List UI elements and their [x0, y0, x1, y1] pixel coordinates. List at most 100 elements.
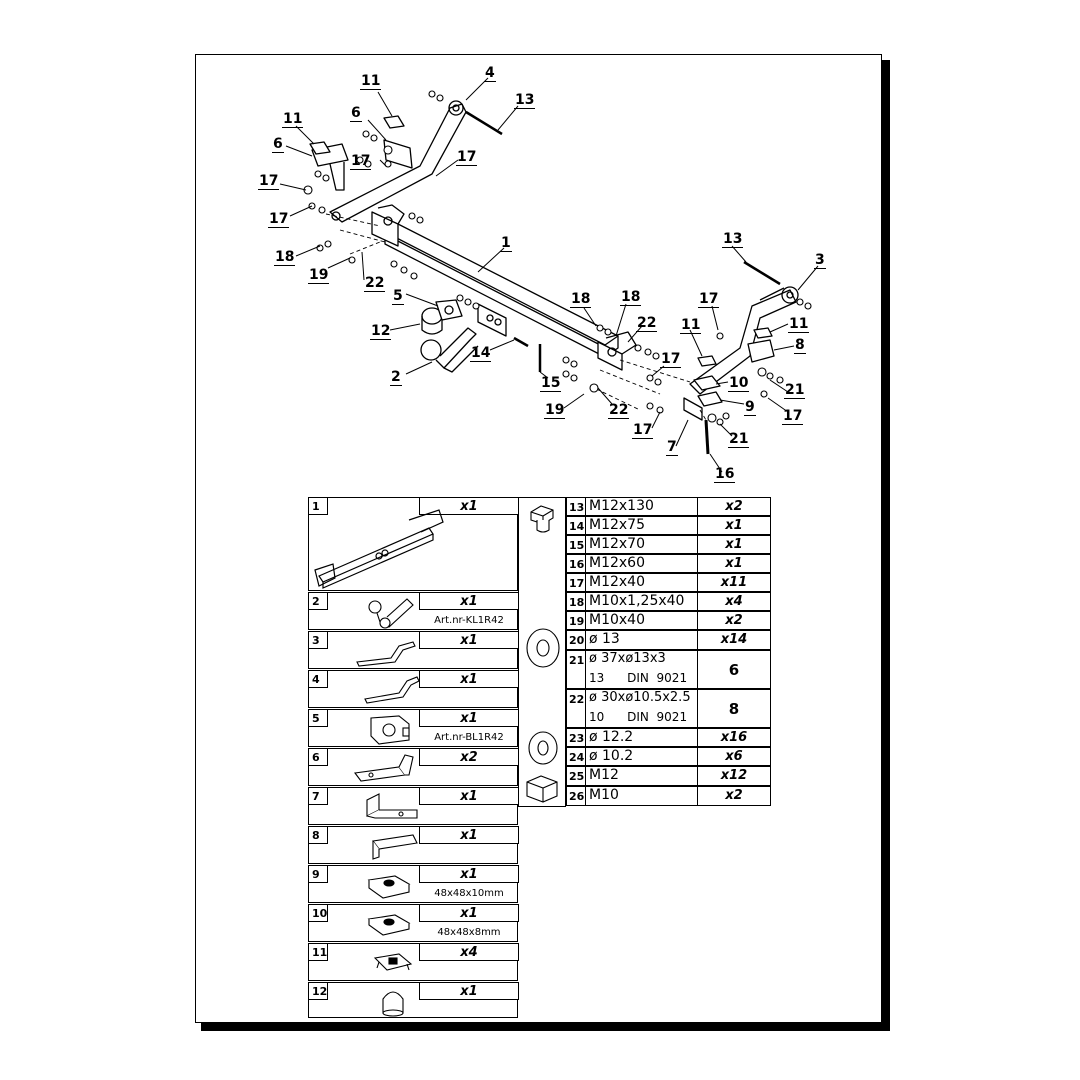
- callout-11: 11: [360, 73, 382, 90]
- hardware-number: 24: [569, 751, 585, 764]
- hardware-icons: [526, 505, 560, 803]
- part-number: 2: [312, 595, 320, 608]
- plate-dimensions: 48x48x8mm: [437, 927, 501, 938]
- hardware-number: 22: [569, 693, 585, 706]
- hardware-number: 23: [569, 732, 585, 745]
- part-quantity: x1: [460, 672, 478, 687]
- part-quantity: x1: [460, 499, 478, 514]
- part-number: 6: [312, 751, 320, 764]
- hardware-number: 19: [569, 615, 585, 628]
- hardware-number: 14: [569, 520, 585, 533]
- bracket-6-icon: [353, 754, 414, 782]
- callout-1: 1: [500, 235, 512, 252]
- callout-17: 17: [660, 351, 682, 368]
- hardware-description: M12x70: [589, 536, 645, 552]
- part-row-5: 5 x1 Art.nr-BL1R42: [308, 709, 519, 747]
- hardware-description: ø 10.2: [589, 748, 634, 764]
- callout-9: 9: [744, 399, 756, 416]
- part-quantity: x1: [460, 789, 478, 804]
- part-number: 3: [312, 634, 320, 647]
- bracket-7-icon: [366, 793, 418, 819]
- part-quantity: x1: [460, 867, 478, 882]
- part-row-8: 8 x1: [308, 826, 519, 864]
- part-number: 11: [312, 946, 328, 959]
- hardware-number: 18: [569, 596, 585, 609]
- part-row-9: 9 x1 48x48x10mm: [308, 865, 519, 903]
- part-row-7: 7 x1: [308, 787, 519, 825]
- hardware-standard: 13 DIN 9021: [589, 671, 688, 685]
- callout-18: 18: [620, 289, 642, 306]
- hardware-description: M12x60: [589, 555, 645, 571]
- plate-9-icon: [367, 875, 411, 899]
- hardware-quantity: x2: [725, 499, 743, 514]
- part-number: 12: [312, 985, 328, 998]
- callout-21: 21: [784, 382, 806, 399]
- part-row-6: 6 x2: [308, 748, 519, 786]
- callout-4: 4: [484, 65, 496, 82]
- hardware-number: 17: [569, 577, 585, 590]
- callout-13: 13: [722, 231, 744, 248]
- callout-11: 11: [788, 316, 810, 333]
- callout-17: 17: [632, 422, 654, 439]
- part-number: 9: [312, 868, 320, 881]
- bracket-8-icon: [372, 834, 418, 860]
- hardware-quantity: x14: [720, 632, 748, 647]
- hardware-quantity: 8: [728, 700, 740, 718]
- callout-5: 5: [392, 288, 404, 305]
- hardware-description: M10x40: [589, 612, 645, 628]
- hardware-quantity: x12: [720, 768, 748, 783]
- hardware-icon-column: [518, 497, 566, 807]
- coupling-ball: [420, 327, 479, 373]
- callout-17: 17: [456, 149, 478, 166]
- plate-10-icon: [367, 914, 411, 936]
- part-row-2: 2 x1 Art.nr-KL1R42: [308, 592, 519, 630]
- article-number: Art.nr-BL1R42: [434, 732, 504, 743]
- callout-15: 15: [540, 375, 562, 392]
- hardware-description: ø 13: [589, 631, 620, 647]
- callout-2: 2: [390, 369, 402, 386]
- nut-icon: [526, 775, 558, 803]
- hardware-quantity: x11: [720, 575, 748, 590]
- callout-11: 11: [680, 317, 702, 334]
- cage-nut-clip-icon: [373, 953, 413, 971]
- part-row-3: 3 x1: [308, 631, 519, 669]
- article-number: Art.nr-KL1R42: [434, 615, 504, 626]
- part-row-11: 11 x4: [308, 943, 519, 981]
- callout-6: 6: [350, 105, 362, 122]
- hardware-description: M10: [589, 787, 619, 803]
- hardware-description: M12x130: [589, 498, 654, 514]
- callout-16: 16: [714, 466, 736, 483]
- callout-3: 3: [814, 252, 826, 269]
- callout-13: 13: [514, 92, 536, 109]
- part-number: 8: [312, 829, 320, 842]
- bolt-icon: [530, 505, 554, 533]
- callout-11: 11: [282, 111, 304, 128]
- callout-19: 19: [308, 267, 330, 284]
- part-number: 4: [312, 673, 320, 686]
- part-quantity: x4: [460, 945, 478, 960]
- part-quantity: x1: [460, 594, 478, 609]
- ball-cap-icon: [382, 991, 404, 1017]
- hardware-quantity: x2: [725, 788, 743, 803]
- hardware-quantity: x1: [725, 537, 743, 552]
- hardware-number: 26: [569, 790, 585, 803]
- hardware-quantity: x16: [720, 730, 748, 745]
- hardware-number: 21: [569, 654, 585, 667]
- hardware-number: 16: [569, 558, 585, 571]
- socket-bracket-icon: [370, 715, 410, 745]
- callout-7: 7: [666, 439, 678, 456]
- part-quantity: x1: [460, 828, 478, 843]
- hardware-description: ø 37xø13x3: [589, 651, 666, 666]
- part-number: 10: [312, 907, 328, 920]
- side-arm-left-icon: [364, 676, 420, 704]
- hardware-description: M10x1,25x40: [589, 593, 685, 609]
- callout-18: 18: [570, 291, 592, 308]
- part-quantity: x1: [460, 906, 478, 921]
- hardware-number: 15: [569, 539, 585, 552]
- spring-washer-icon: [528, 731, 558, 765]
- callout-17: 17: [350, 153, 372, 170]
- tow-ball-icon: [368, 598, 414, 629]
- hardware-quantity: x2: [725, 613, 743, 628]
- plate-dimensions: 48x48x10mm: [434, 888, 504, 899]
- callout-6: 6: [272, 136, 284, 153]
